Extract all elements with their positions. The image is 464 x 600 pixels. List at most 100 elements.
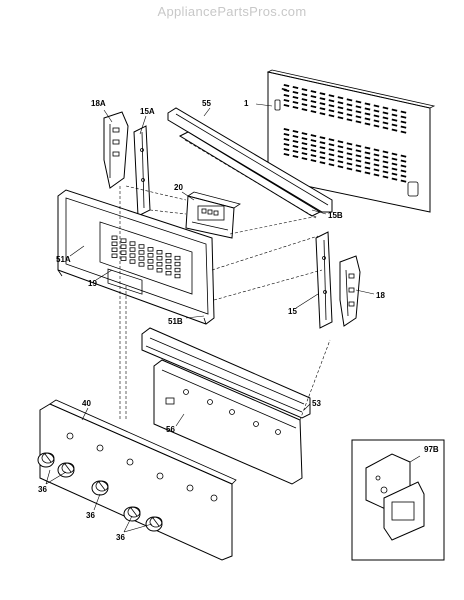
manifold-hole [207,399,213,405]
part-51a-overlay[interactable] [99,221,193,295]
keypad-key [174,267,181,273]
label-15b: 15B [328,211,343,220]
part-36-knobs[interactable] [37,452,163,532]
part-40-knob-panel[interactable] [39,399,237,561]
vent-slot [310,159,317,163]
keypad-key [165,264,172,270]
keypad-key [165,270,172,276]
vent-slot [382,121,389,125]
vent-slot [346,103,353,107]
part-15a-left-side-bracket[interactable] [133,125,151,217]
keypad-key [138,250,145,255]
part-19-control-panel[interactable] [57,189,215,325]
vent-slot [319,161,326,165]
vent-slot [283,133,290,136]
vent-slot [337,106,344,110]
part-18a-left-bracket[interactable] [103,111,129,189]
manifold-hole [275,429,281,435]
vent-slot [400,164,407,168]
vent-slot [346,157,353,161]
keypad-key [165,258,172,264]
label-51a: 51A [56,255,71,264]
manifold-hole [229,409,235,415]
vent-slot [337,101,344,105]
part-15-right-side-bracket[interactable] [315,231,333,329]
vent-slot [337,155,344,159]
vent-slot [310,100,317,104]
vent-slot [382,155,389,159]
vent-slot [301,88,308,92]
manifold-hole [183,389,189,395]
vent-slot [391,152,398,156]
vent-slot [310,95,317,99]
vent-slot [382,106,389,110]
vent-slot [355,115,362,119]
inset-97b[interactable] [351,439,445,561]
part-1-rear-panel[interactable] [266,69,436,213]
vent-slot [283,98,290,102]
vent-slot [310,144,317,148]
label-18a: 18A [91,99,106,108]
leader-lines [45,103,375,533]
keypad-key [138,256,145,261]
knob-hole [156,472,164,480]
vent-slot [346,118,353,122]
vent-slot [337,165,344,169]
vent-slot [364,156,371,160]
vent-slot [346,167,353,171]
keypad-key [174,261,181,267]
part-20-control-board[interactable] [185,191,241,239]
vent-slot [283,127,290,131]
vent-slot [391,113,398,117]
vent-slot [400,179,407,183]
vent-slot [373,148,380,152]
vent-slot [310,110,317,114]
keypad-key [120,250,127,255]
knob-hole [186,484,194,492]
vent-slot [283,83,290,87]
label-15a: 15A [140,107,155,116]
keypad-key [129,259,136,264]
keypad-key [147,247,154,252]
keypad-key [174,273,181,279]
keypad-key [129,253,136,258]
vent-slot [319,151,326,155]
vent-slot [283,148,290,151]
vent-slot [364,151,371,155]
vent-slot [364,171,371,175]
vent-slot [382,165,389,169]
vent-slot [310,154,317,158]
knob-grip [44,453,52,463]
vent-slot [301,93,308,97]
vent-slot [364,166,371,170]
vent-slot [382,175,389,179]
vent-slot [310,105,317,109]
label-36-a: 36 [38,485,47,494]
vent-slot [301,132,308,136]
vent-slot [364,161,371,165]
keypad-key [174,255,181,261]
vent-slot [319,97,326,101]
vent-slot [292,101,299,105]
vent-slot [355,144,362,148]
knob-hole [66,432,74,440]
knob-grip [152,517,160,527]
keypad-key [156,256,163,261]
vent-slot [400,169,407,173]
part-18-right-bracket[interactable] [339,255,361,327]
part-56-manifold-panel[interactable] [153,359,303,485]
vent-slot [382,170,389,174]
vent-slot [364,146,371,150]
vent-slot [319,146,326,150]
part-55-top-trim[interactable] [167,107,333,219]
keypad-key [120,238,127,243]
vent-slot [373,119,380,123]
vent-slot [283,153,290,156]
vent-slot [391,172,398,176]
part-53-lower-trim[interactable] [141,327,311,419]
vent-slot [337,116,344,120]
vent-slot [373,109,380,113]
part-labels: 1 55 18A 15A 20 15B 51A 19 51B 15 18 53 … [38,99,439,542]
vent-slot [364,107,371,111]
vent-slot [400,174,407,178]
